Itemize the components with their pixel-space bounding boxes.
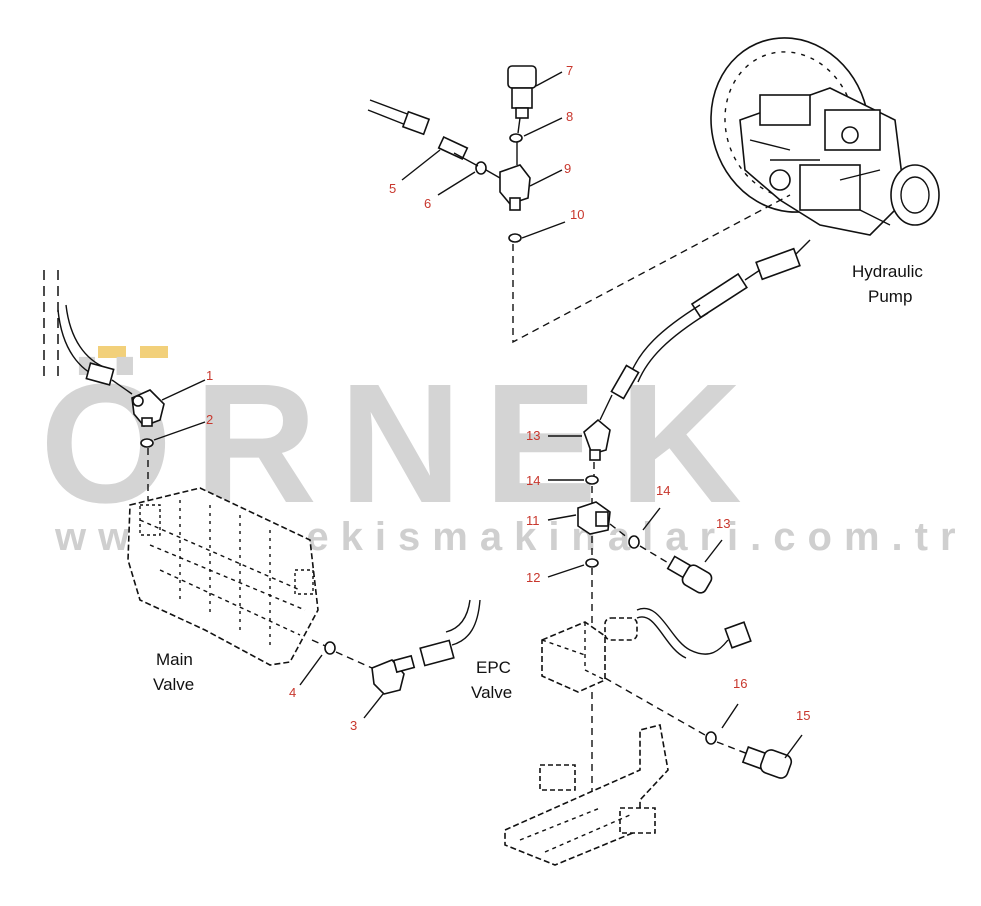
main-valve-sensor-3 [324,599,481,695]
epc-valve-drawing [541,607,793,840]
callout-10: 10 [570,207,584,222]
hydraulic-pump-drawing [710,37,940,281]
callout-7: 7 [566,63,573,78]
callout-14-left: 14 [526,473,540,488]
main-valve-label-line1: Main [156,650,193,669]
main-valve-hose [43,270,133,395]
main-valve-sensor-1 [131,389,165,500]
main-valve-label-line2: Valve [153,675,194,694]
main-valve-drawing [127,487,331,666]
hydraulic-pump-label-line2: Pump [868,287,912,306]
callout-11: 11 [526,513,540,528]
callout-6: 6 [424,196,431,211]
epc-valve-label-line1: EPC [476,658,511,677]
watermark-umlaut-left [98,346,126,358]
watermark-umlaut-right [140,346,168,358]
callout-14-right: 14 [656,483,670,498]
callout-numbers: 1 2 3 4 5 6 7 8 9 10 11 12 13 13 14 14 1… [206,63,810,733]
callout-4: 4 [289,685,296,700]
callout-12: 12 [526,570,540,585]
callout-8: 8 [566,109,573,124]
callout-9: 9 [564,161,571,176]
callout-16: 16 [733,676,747,691]
callout-3: 3 [350,718,357,733]
pump-hose [599,272,748,421]
hydraulic-pump-label-line1: Hydraulic [852,262,923,281]
callout-13-upper: 13 [526,428,540,443]
epc-sensor-stack [577,418,713,625]
epc-valve-label-line2: Valve [471,683,512,702]
callout-15: 15 [796,708,810,723]
top-sensor-group [367,65,791,344]
mounting-bracket [504,724,669,866]
callout-13-right: 13 [716,516,730,531]
callout-2: 2 [206,412,213,427]
callout-1: 1 [206,368,213,383]
callout-5: 5 [389,181,396,196]
callout-leaders [153,71,803,759]
assembly-labels: Main Valve EPC Valve Hydraulic Pump [153,262,923,702]
